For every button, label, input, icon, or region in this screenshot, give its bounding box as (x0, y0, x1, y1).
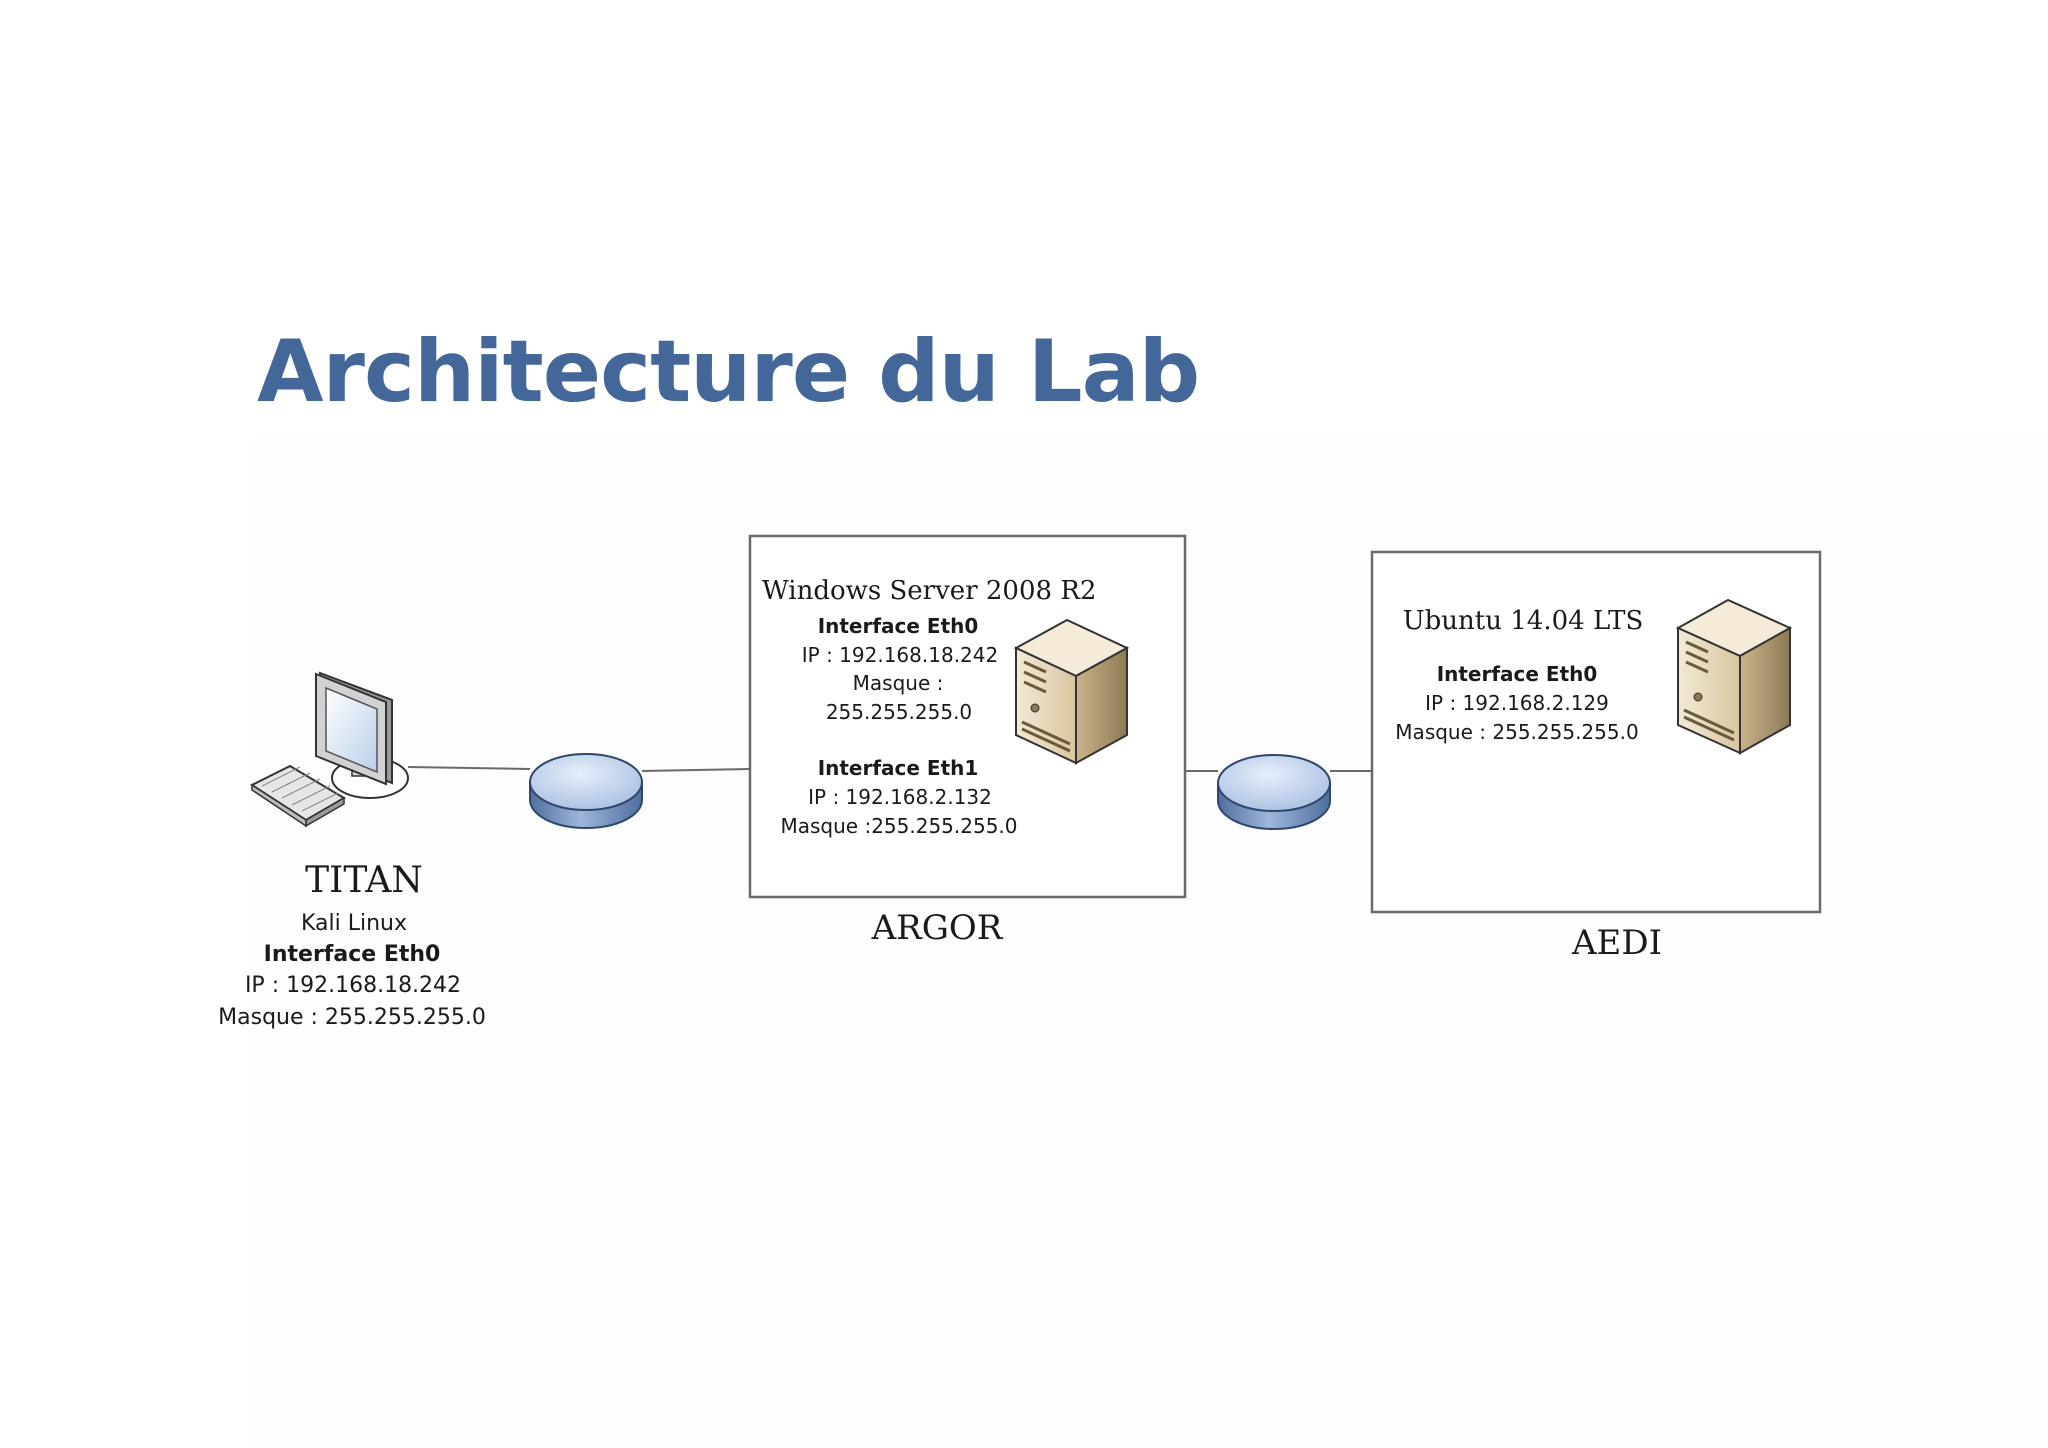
page-title: Architecture du Lab (257, 322, 1200, 422)
argor-os: Windows Server 2008 R2 (762, 576, 1097, 606)
aedi-name: AEDI (1571, 923, 1663, 963)
titan-os: Kali Linux (300, 911, 408, 936)
titan-mask: Masque : 255.255.255.0 (218, 1005, 486, 1030)
server-tower-icon (1013, 618, 1130, 765)
link-titan-router1 (407, 766, 531, 770)
titan-interface-label: Interface Eth0 (263, 942, 441, 967)
aedi-mask: Masque : 255.255.255.0 (1395, 720, 1639, 744)
titan-ip: IP : 192.168.18.242 (244, 973, 462, 998)
aedi-os: Ubuntu 14.04 LTS (1402, 606, 1644, 636)
aedi-interface-label: Interface Eth0 (1436, 662, 1598, 686)
argor-eth0-mask-value: 255.255.255.0 (825, 700, 973, 724)
titan-name: TITAN (305, 860, 423, 901)
aedi-ip: IP : 192.168.2.129 (1425, 691, 1609, 715)
argor-eth0-mask-label: Masque : (852, 671, 944, 695)
workstation-icon (249, 671, 409, 828)
argor-eth0-label: Interface Eth0 (817, 614, 979, 638)
argor-name: ARGOR (871, 908, 1003, 948)
argor-eth1-mask: Masque :255.255.255.0 (780, 814, 1018, 838)
argor-eth1-ip: IP : 192.168.2.132 (808, 785, 992, 809)
router-icon (529, 753, 643, 829)
server-tower-icon (1675, 598, 1793, 755)
argor-eth1-label: Interface Eth1 (817, 756, 979, 780)
connection-lines (407, 766, 1372, 772)
link-router1-argor (641, 768, 751, 772)
router-icon (1217, 754, 1331, 830)
argor-eth0-ip: IP : 192.168.18.242 (801, 643, 999, 667)
